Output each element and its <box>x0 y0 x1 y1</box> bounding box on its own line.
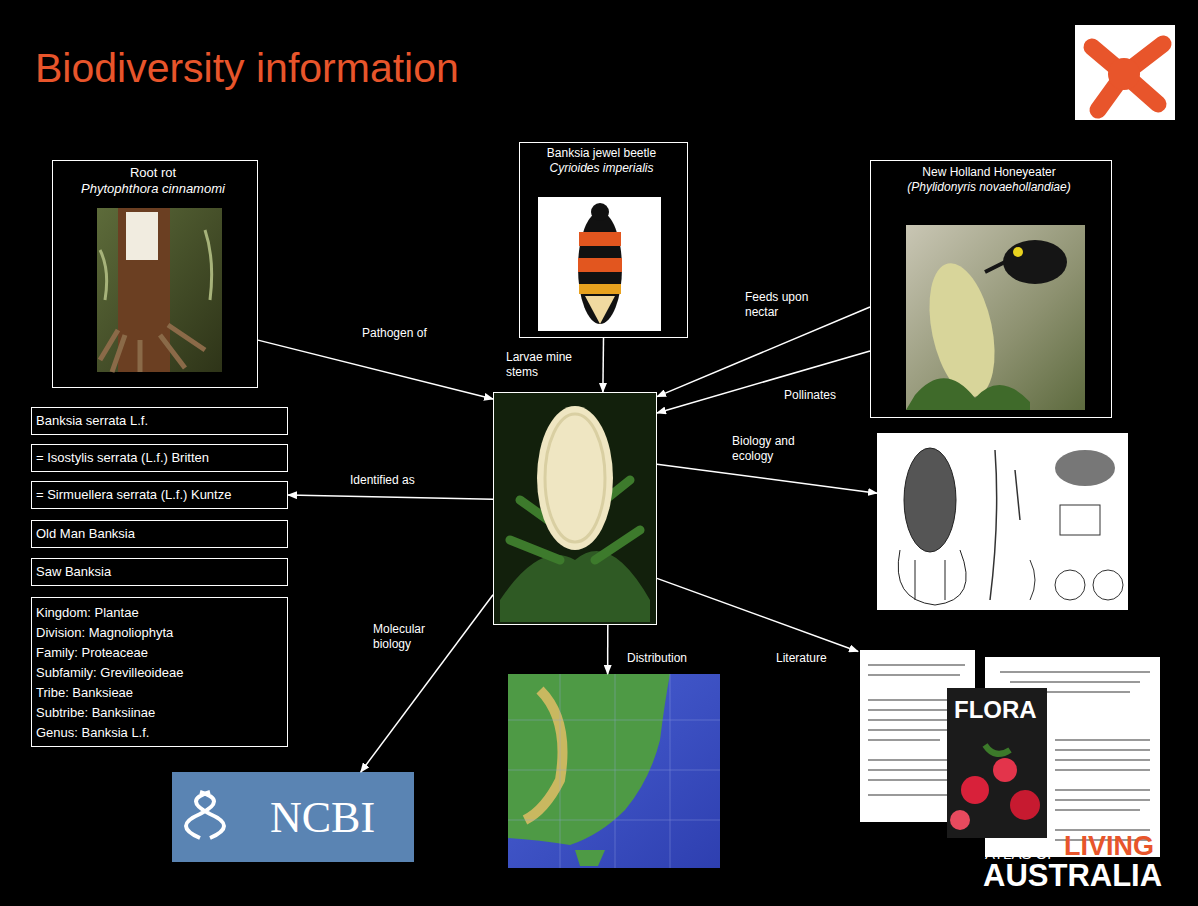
honeyeater-photo <box>906 225 1085 410</box>
node-text: Division: Magnoliophyta <box>36 623 283 643</box>
root-rot-photo <box>97 208 222 372</box>
name-box: = Sirmuellera serrata (L.f.) Kuntze <box>31 481 288 509</box>
illustration-box <box>877 433 1128 610</box>
central-image-box <box>493 392 657 625</box>
arrow-connector <box>657 307 870 397</box>
literature-pages <box>860 650 1160 857</box>
image-box: Root rotPhytophthora cinnamomi <box>52 160 258 388</box>
edge-label: Pathogen of <box>362 326 427 341</box>
arrow-connector <box>657 464 877 493</box>
node-text: New Holland Honeyeater <box>871 165 1107 180</box>
node-text: Banksia serrata L.f. <box>36 413 283 429</box>
arrow-connector <box>607 625 609 674</box>
node-text: Family: Proteaceae <box>36 643 283 663</box>
node-text: Banksia jewel beetle <box>520 146 683 161</box>
arrow-connector <box>657 351 870 413</box>
image-box: New Holland Honeyeater(Phylidonyris nova… <box>870 160 1112 418</box>
node-text: Subtribe: Banksiinae <box>36 703 283 723</box>
arrow-connector <box>602 338 604 392</box>
ncbi-logo <box>172 772 414 862</box>
node-text: Tribe: Banksieae <box>36 683 283 703</box>
ncbi-box: NCBI <box>172 772 414 862</box>
taxonomy-box: Kingdom: PlantaeDivision: MagnoliophytaF… <box>31 597 288 747</box>
node-text: Genus: Banksia L.f. <box>36 723 283 743</box>
watermark-text: LIVING <box>1064 833 1154 860</box>
edge-label: Biology and ecology <box>732 434 817 464</box>
node-text: Saw Banksia <box>36 564 283 580</box>
logo <box>1075 25 1175 120</box>
node-text: (Phylidonyris novaehollandiae) <box>871 180 1107 195</box>
edge-label: Literature <box>776 651 827 666</box>
edge-label: Distribution <box>627 651 687 666</box>
banksia-photo <box>494 393 656 624</box>
node-text: Cyrioides imperialis <box>520 161 683 176</box>
arrow-connector <box>361 595 493 772</box>
node-text: Phytophthora cinnamomi <box>53 181 253 197</box>
botanical-drawing <box>877 433 1128 610</box>
map-box <box>508 674 720 868</box>
watermark-text: ATLAS OF <box>985 846 1056 861</box>
edge-label: Identified as <box>350 473 415 488</box>
arrow-connector <box>657 578 858 651</box>
node-text: Root rot <box>53 165 253 181</box>
edge-label: Pollinates <box>784 388 836 403</box>
name-box: = Isostylis serrata (L.f.) Britten <box>31 444 288 472</box>
node-text: = Isostylis serrata (L.f.) Britten <box>36 450 283 466</box>
edge-label: Molecular biology <box>373 622 448 652</box>
watermark-text: AUSTRALIA <box>983 860 1162 891</box>
node-text: Old Man Banksia <box>36 526 283 542</box>
node-text: Kingdom: Plantae <box>36 603 283 623</box>
slide-title: Biodiversity information <box>35 46 459 91</box>
literature-box: FLORA <box>858 645 1168 860</box>
arrow-connector <box>258 340 493 399</box>
edge-label: Larvae mine stems <box>506 350 591 380</box>
node-text: NCBI <box>270 790 410 845</box>
node-text: Subfamily: Grevilleoideae <box>36 663 283 683</box>
name-box: Banksia serrata L.f. <box>31 407 288 435</box>
arrow-connector <box>288 495 493 499</box>
node-text: FLORA <box>954 695 1164 725</box>
name-box: Old Man Banksia <box>31 520 288 548</box>
distribution-map <box>508 674 720 868</box>
image-box: Banksia jewel beetleCyrioides imperialis <box>519 142 688 338</box>
name-box: Saw Banksia <box>31 558 288 586</box>
beetle-photo <box>538 197 661 331</box>
node-text: = Sirmuellera serrata (L.f.) Kuntze <box>36 487 283 503</box>
edge-label: Feeds upon nectar <box>745 290 820 320</box>
